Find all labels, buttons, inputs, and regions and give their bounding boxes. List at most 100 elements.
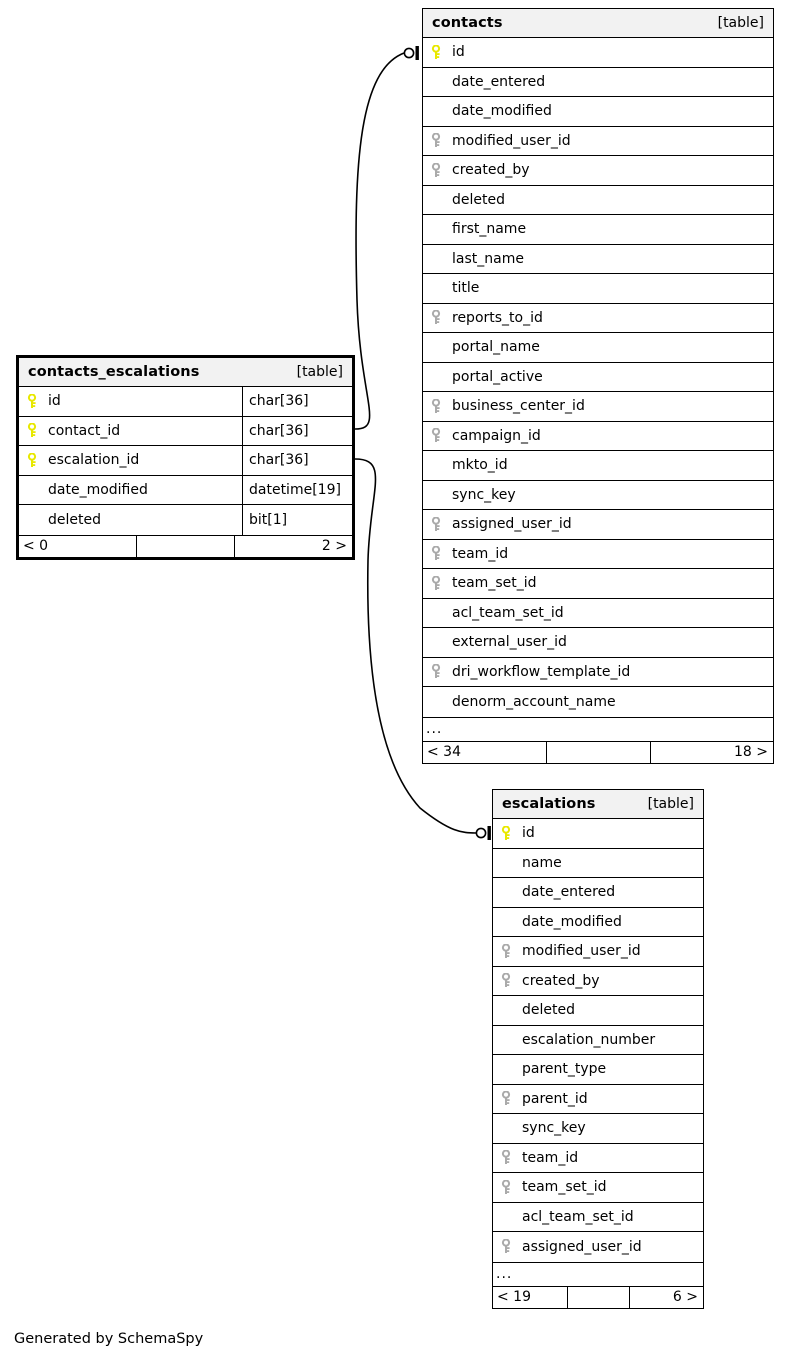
table-column-row[interactable]: reports_to_id — [423, 304, 773, 333]
table-escalations-footer-right[interactable]: 6 > — [672, 1289, 698, 1305]
table-column-row[interactable]: assigned_user_id — [423, 510, 773, 540]
table-column-row[interactable]: parent_type — [493, 1055, 703, 1085]
table-column-row[interactable]: team_set_id — [493, 1173, 703, 1203]
table-column-row[interactable]: id — [493, 819, 703, 849]
table-column-row[interactable]: created_by — [493, 967, 703, 996]
table-contacts-escalations-footer-right[interactable]: 2 > — [321, 538, 347, 554]
table-column-row[interactable]: acl_team_set_id — [493, 1203, 703, 1232]
table-contacts-footer: < 34 18 > — [423, 740, 773, 763]
column-name-cell: parent_type — [493, 1055, 703, 1084]
column-name-cell: reports_to_id — [423, 304, 773, 333]
table-column-row[interactable]: team_set_id — [423, 569, 773, 599]
column-name-label: id — [522, 825, 535, 842]
no-key-spacer — [431, 74, 446, 89]
column-name-label: portal_active — [452, 368, 543, 385]
column-type-cell: datetime[19] — [242, 475, 352, 504]
table-column-row[interactable]: id — [423, 38, 773, 68]
table-column-row[interactable]: modified_user_id — [423, 127, 773, 156]
table-contacts-footer-left[interactable]: < 34 — [427, 744, 461, 760]
column-name-label: date_entered — [452, 73, 546, 90]
column-name-label: team_id — [452, 545, 509, 562]
table-column-row[interactable]: created_by — [423, 156, 773, 186]
column-name-label: created_by — [452, 162, 530, 179]
table-column-row[interactable]: date_modified — [423, 97, 773, 127]
table-contacts-kind: [table] — [717, 15, 764, 31]
foreign-key-icon — [431, 664, 446, 679]
table-column-row[interactable]: deleted — [493, 996, 703, 1026]
column-name-label: assigned_user_id — [522, 1238, 642, 1255]
table-column-row[interactable]: external_user_id — [423, 628, 773, 658]
column-name-label: created_by — [522, 972, 600, 989]
table-escalations-footer-left[interactable]: < 19 — [497, 1289, 531, 1305]
column-name-label: modified_user_id — [452, 132, 571, 149]
table-contacts-footer-right[interactable]: 18 > — [734, 744, 768, 760]
column-name-cell: escalation_number — [493, 1026, 703, 1055]
table-column-row[interactable]: date_entered — [423, 68, 773, 97]
column-name-cell: created_by — [493, 967, 703, 996]
table-column-row[interactable]: modified_user_id — [493, 937, 703, 967]
crowsfoot-one-tick — [415, 46, 419, 60]
table-column-row[interactable]: escalation_number — [493, 1026, 703, 1055]
table-column-row[interactable]: acl_team_set_id — [423, 599, 773, 628]
foreign-key-icon — [501, 1239, 516, 1254]
column-name-label: external_user_id — [452, 634, 567, 651]
column-name-cell: modified_user_id — [493, 937, 703, 966]
table-column-row[interactable]: campaign_id — [423, 422, 773, 451]
column-name-label: team_set_id — [452, 575, 537, 592]
table-column-row[interactable]: date_entered — [493, 878, 703, 908]
table-column-row[interactable]: last_name — [423, 245, 773, 274]
table-column-row[interactable]: parent_id — [493, 1085, 703, 1114]
table-column-row[interactable]: assigned_user_id — [493, 1232, 703, 1262]
table-column-row[interactable]: dri_workflow_template_id — [423, 658, 773, 687]
column-name-cell: denorm_account_name — [423, 687, 773, 717]
column-name-label: parent_id — [522, 1090, 588, 1107]
table-column-row[interactable]: team_id — [423, 540, 773, 569]
no-key-spacer — [431, 104, 446, 119]
table-escalations-more-indicator: ... — [493, 1261, 703, 1286]
table-column-row[interactable]: deleted — [423, 186, 773, 215]
foreign-key-icon — [431, 516, 446, 532]
table-column-row[interactable]: name — [493, 849, 703, 878]
column-name-cell: dri_workflow_template_id — [423, 658, 773, 687]
column-name-cell: deleted — [423, 186, 773, 215]
table-column-row[interactable]: sync_key — [423, 481, 773, 510]
column-name-cell: id — [19, 387, 242, 416]
table-contacts-escalations-footer-left[interactable]: < 0 — [23, 538, 49, 554]
table-column-row[interactable]: portal_active — [423, 363, 773, 392]
table-column-row[interactable]: date_modified — [493, 908, 703, 937]
column-name-cell: team_id — [423, 540, 773, 569]
no-key-spacer — [431, 458, 446, 473]
table-contacts-more-indicator: ... — [423, 716, 773, 741]
table-column-row[interactable]: portal_name — [423, 333, 773, 363]
table-column-row[interactable]: mkto_id — [423, 451, 773, 481]
table-column-row[interactable]: denorm_account_name — [423, 687, 773, 717]
column-name-label: campaign_id — [452, 427, 541, 444]
foreign-key-icon — [431, 162, 446, 178]
foreign-key-icon — [431, 428, 446, 443]
table-column-row[interactable]: team_id — [493, 1144, 703, 1173]
table-contacts-footer-middle — [545, 741, 651, 763]
table-column-row[interactable]: first_name — [423, 215, 773, 245]
column-name-label: team_id — [522, 1149, 579, 1166]
column-name-cell: date_entered — [423, 68, 773, 97]
foreign-key-icon — [501, 943, 516, 959]
column-name-cell: acl_team_set_id — [493, 1203, 703, 1232]
table-column-row[interactable]: title — [423, 274, 773, 304]
column-name-label: name — [522, 854, 562, 871]
schemaspy-credit: Generated by SchemaSpy — [14, 1331, 204, 1347]
foreign-key-icon — [431, 546, 446, 561]
table-column-row[interactable]: sync_key — [493, 1114, 703, 1144]
table-contacts-escalations-title: contacts_escalations — [28, 364, 200, 380]
table-column-row[interactable]: business_center_id — [423, 392, 773, 422]
column-name-label: id — [452, 44, 465, 61]
column-name-label: acl_team_set_id — [452, 604, 564, 621]
